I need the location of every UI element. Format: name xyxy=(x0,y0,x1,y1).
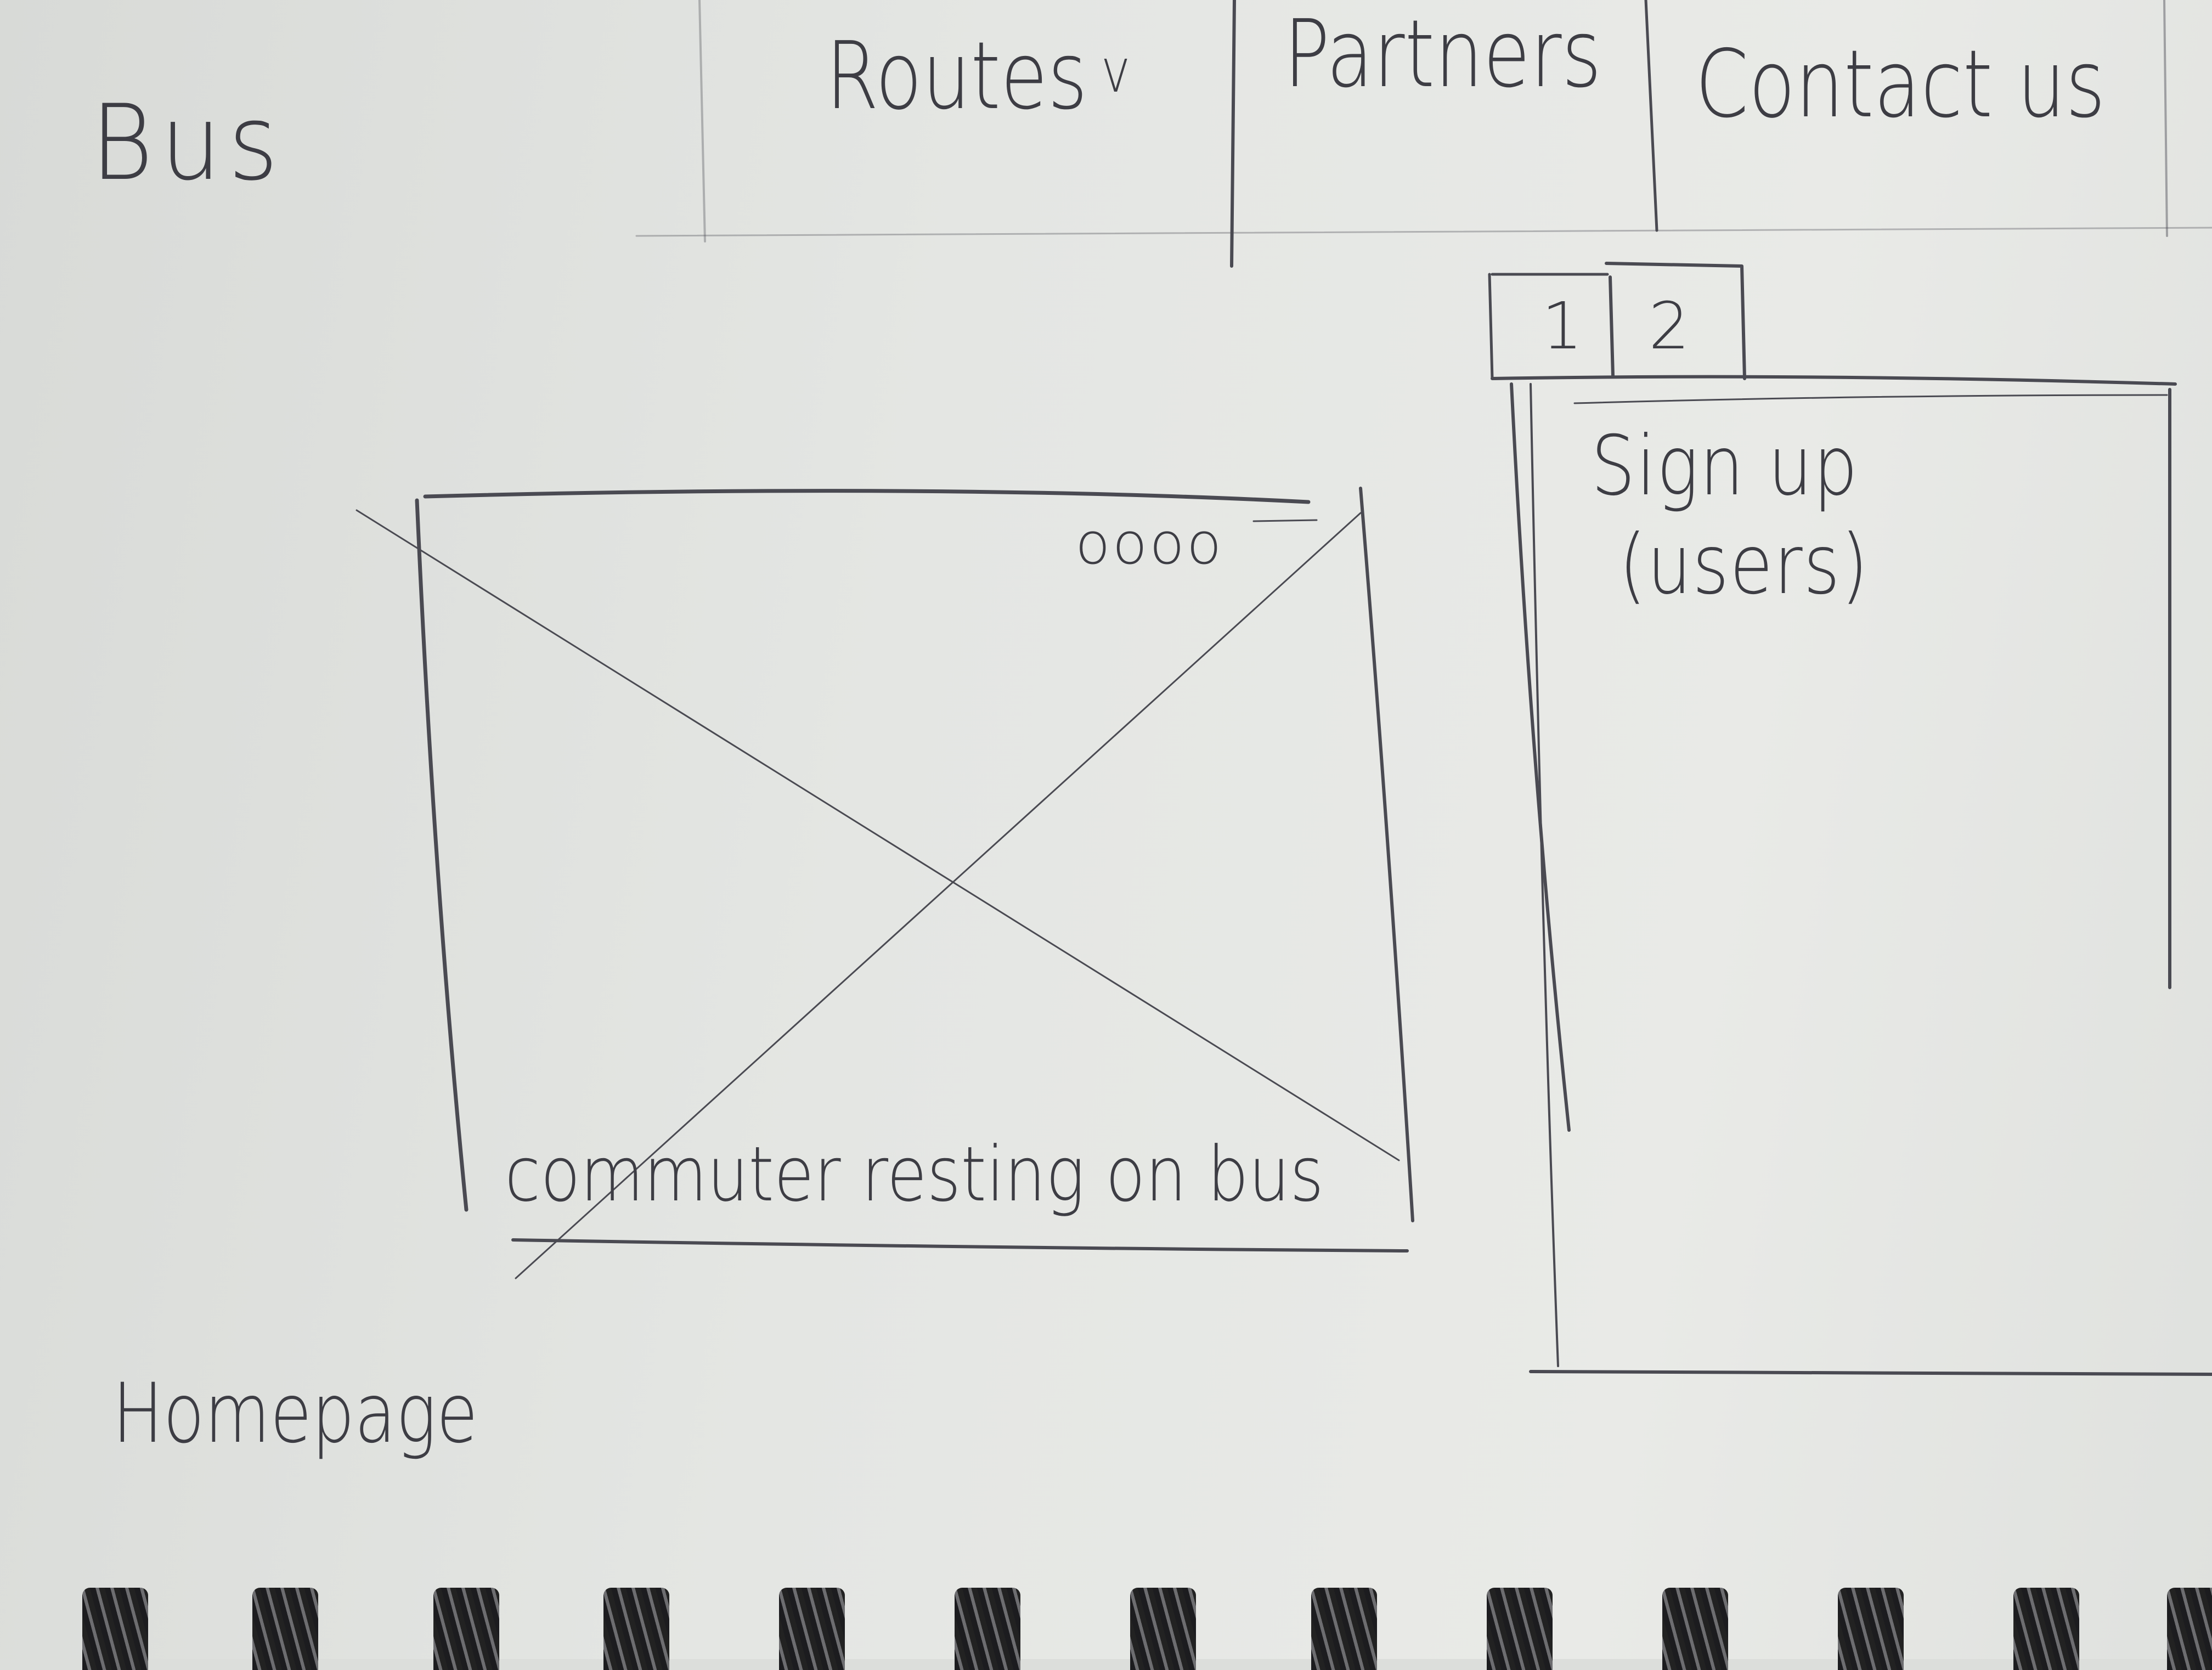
spiral-ring xyxy=(1130,1588,1196,1670)
signup-panel-title: Sign up (users) xyxy=(1591,417,1869,614)
tab-2[interactable]: 2 xyxy=(1649,288,1691,364)
signup-title: Sign up xyxy=(1591,419,1859,514)
notebook-spiral xyxy=(0,1588,2212,1670)
hero-image-placeholder xyxy=(356,487,1414,1279)
page-label: Homepage xyxy=(112,1366,478,1462)
signup-subtitle: (users) xyxy=(1619,517,1869,613)
spiral-ring xyxy=(252,1588,318,1670)
spiral-ring xyxy=(433,1588,499,1670)
nav-underline xyxy=(635,227,2212,237)
nav-item-contact-us[interactable]: Contact us xyxy=(1695,30,2106,139)
spiral-ring xyxy=(1838,1588,1904,1670)
side-panel-tabs xyxy=(1488,262,1746,380)
nav-item-partners[interactable]: Partners xyxy=(1284,0,1602,109)
tab-1[interactable]: 1 xyxy=(1542,288,1584,364)
logo[interactable]: Bus xyxy=(91,82,285,204)
spiral-ring xyxy=(2013,1588,2079,1670)
nav-divider-2 xyxy=(1644,0,1658,232)
nav-divider-left xyxy=(698,0,706,242)
chevron-down-icon: v xyxy=(1101,36,1131,106)
spiral-ring xyxy=(2167,1588,2212,1670)
spiral-ring xyxy=(1311,1588,1377,1670)
spiral-ring xyxy=(1487,1588,1553,1670)
nav-divider-3 xyxy=(2163,0,2168,237)
hero-caption: commuter resting on bus xyxy=(505,1130,1324,1218)
carousel-dots[interactable]: oooo xyxy=(1075,510,1224,577)
spiral-ring xyxy=(82,1588,148,1670)
side-panel-frame xyxy=(1491,375,2212,1376)
nav-item-routes-label: Routes xyxy=(826,22,1088,131)
nav-divider-1 xyxy=(1230,0,1236,268)
spiral-ring xyxy=(1662,1588,1728,1670)
spiral-ring xyxy=(955,1588,1020,1670)
spiral-ring xyxy=(779,1588,845,1670)
spiral-ring xyxy=(603,1588,669,1670)
